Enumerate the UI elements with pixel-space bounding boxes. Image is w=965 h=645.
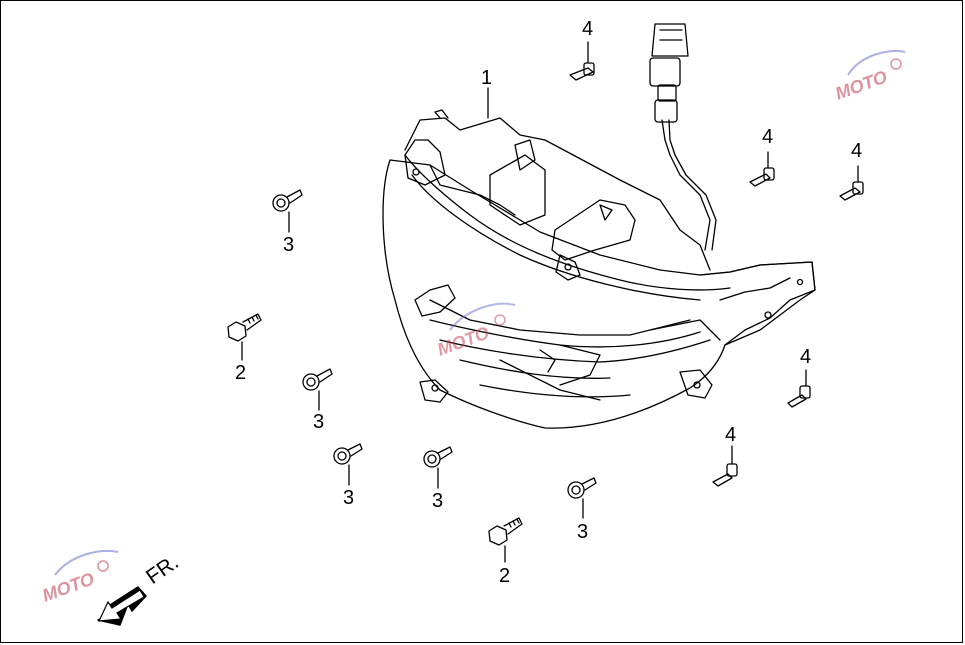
callout-1: 1: [481, 67, 493, 89]
bolt-3-low-right: [567, 477, 597, 519]
front-direction-arrow-icon: [97, 586, 147, 626]
headlight-assembly: [382, 109, 816, 429]
bolt-3-mid-left: [302, 368, 333, 411]
screw-4-bottom: [712, 445, 738, 487]
callout-3-upper-left: 3: [283, 234, 295, 256]
callout-4-right: 4: [851, 140, 863, 162]
callout-2-left: 2: [235, 362, 247, 384]
bolt-2-bottom: [488, 517, 523, 563]
callout-4-mid: 4: [762, 126, 774, 148]
watermark-logo-top-right: MOTO: [833, 49, 906, 104]
callout-2-bottom: 2: [499, 565, 511, 587]
bolt-3-low-center: [423, 446, 453, 489]
callout-3-low-right: 3: [577, 521, 589, 543]
wiring-connector: [649, 23, 717, 251]
bolt-2-left: [227, 313, 262, 361]
bolt-3-upper-left: [272, 189, 303, 233]
screw-4-mid: [749, 151, 775, 187]
callout-3-low-left: 3: [343, 487, 355, 509]
svg-text:MOTO: MOTO: [40, 569, 97, 606]
svg-text:MOTO: MOTO: [833, 67, 890, 104]
bolt-3-low-left: [333, 443, 363, 486]
callout-3-low-center: 3: [432, 490, 444, 512]
callout-4-bottom: 4: [725, 424, 737, 446]
screw-4-top: [569, 41, 595, 81]
screw-4-lower: [787, 369, 811, 408]
screw-4-right: [839, 165, 864, 201]
callout-4-lower: 4: [800, 346, 812, 368]
watermark-logo-center: MOTO: [435, 302, 516, 360]
watermark-logo-bottom-left: MOTO: [40, 549, 119, 606]
callout-4-top: 4: [582, 18, 594, 40]
callout-3-mid-left: 3: [313, 411, 325, 433]
